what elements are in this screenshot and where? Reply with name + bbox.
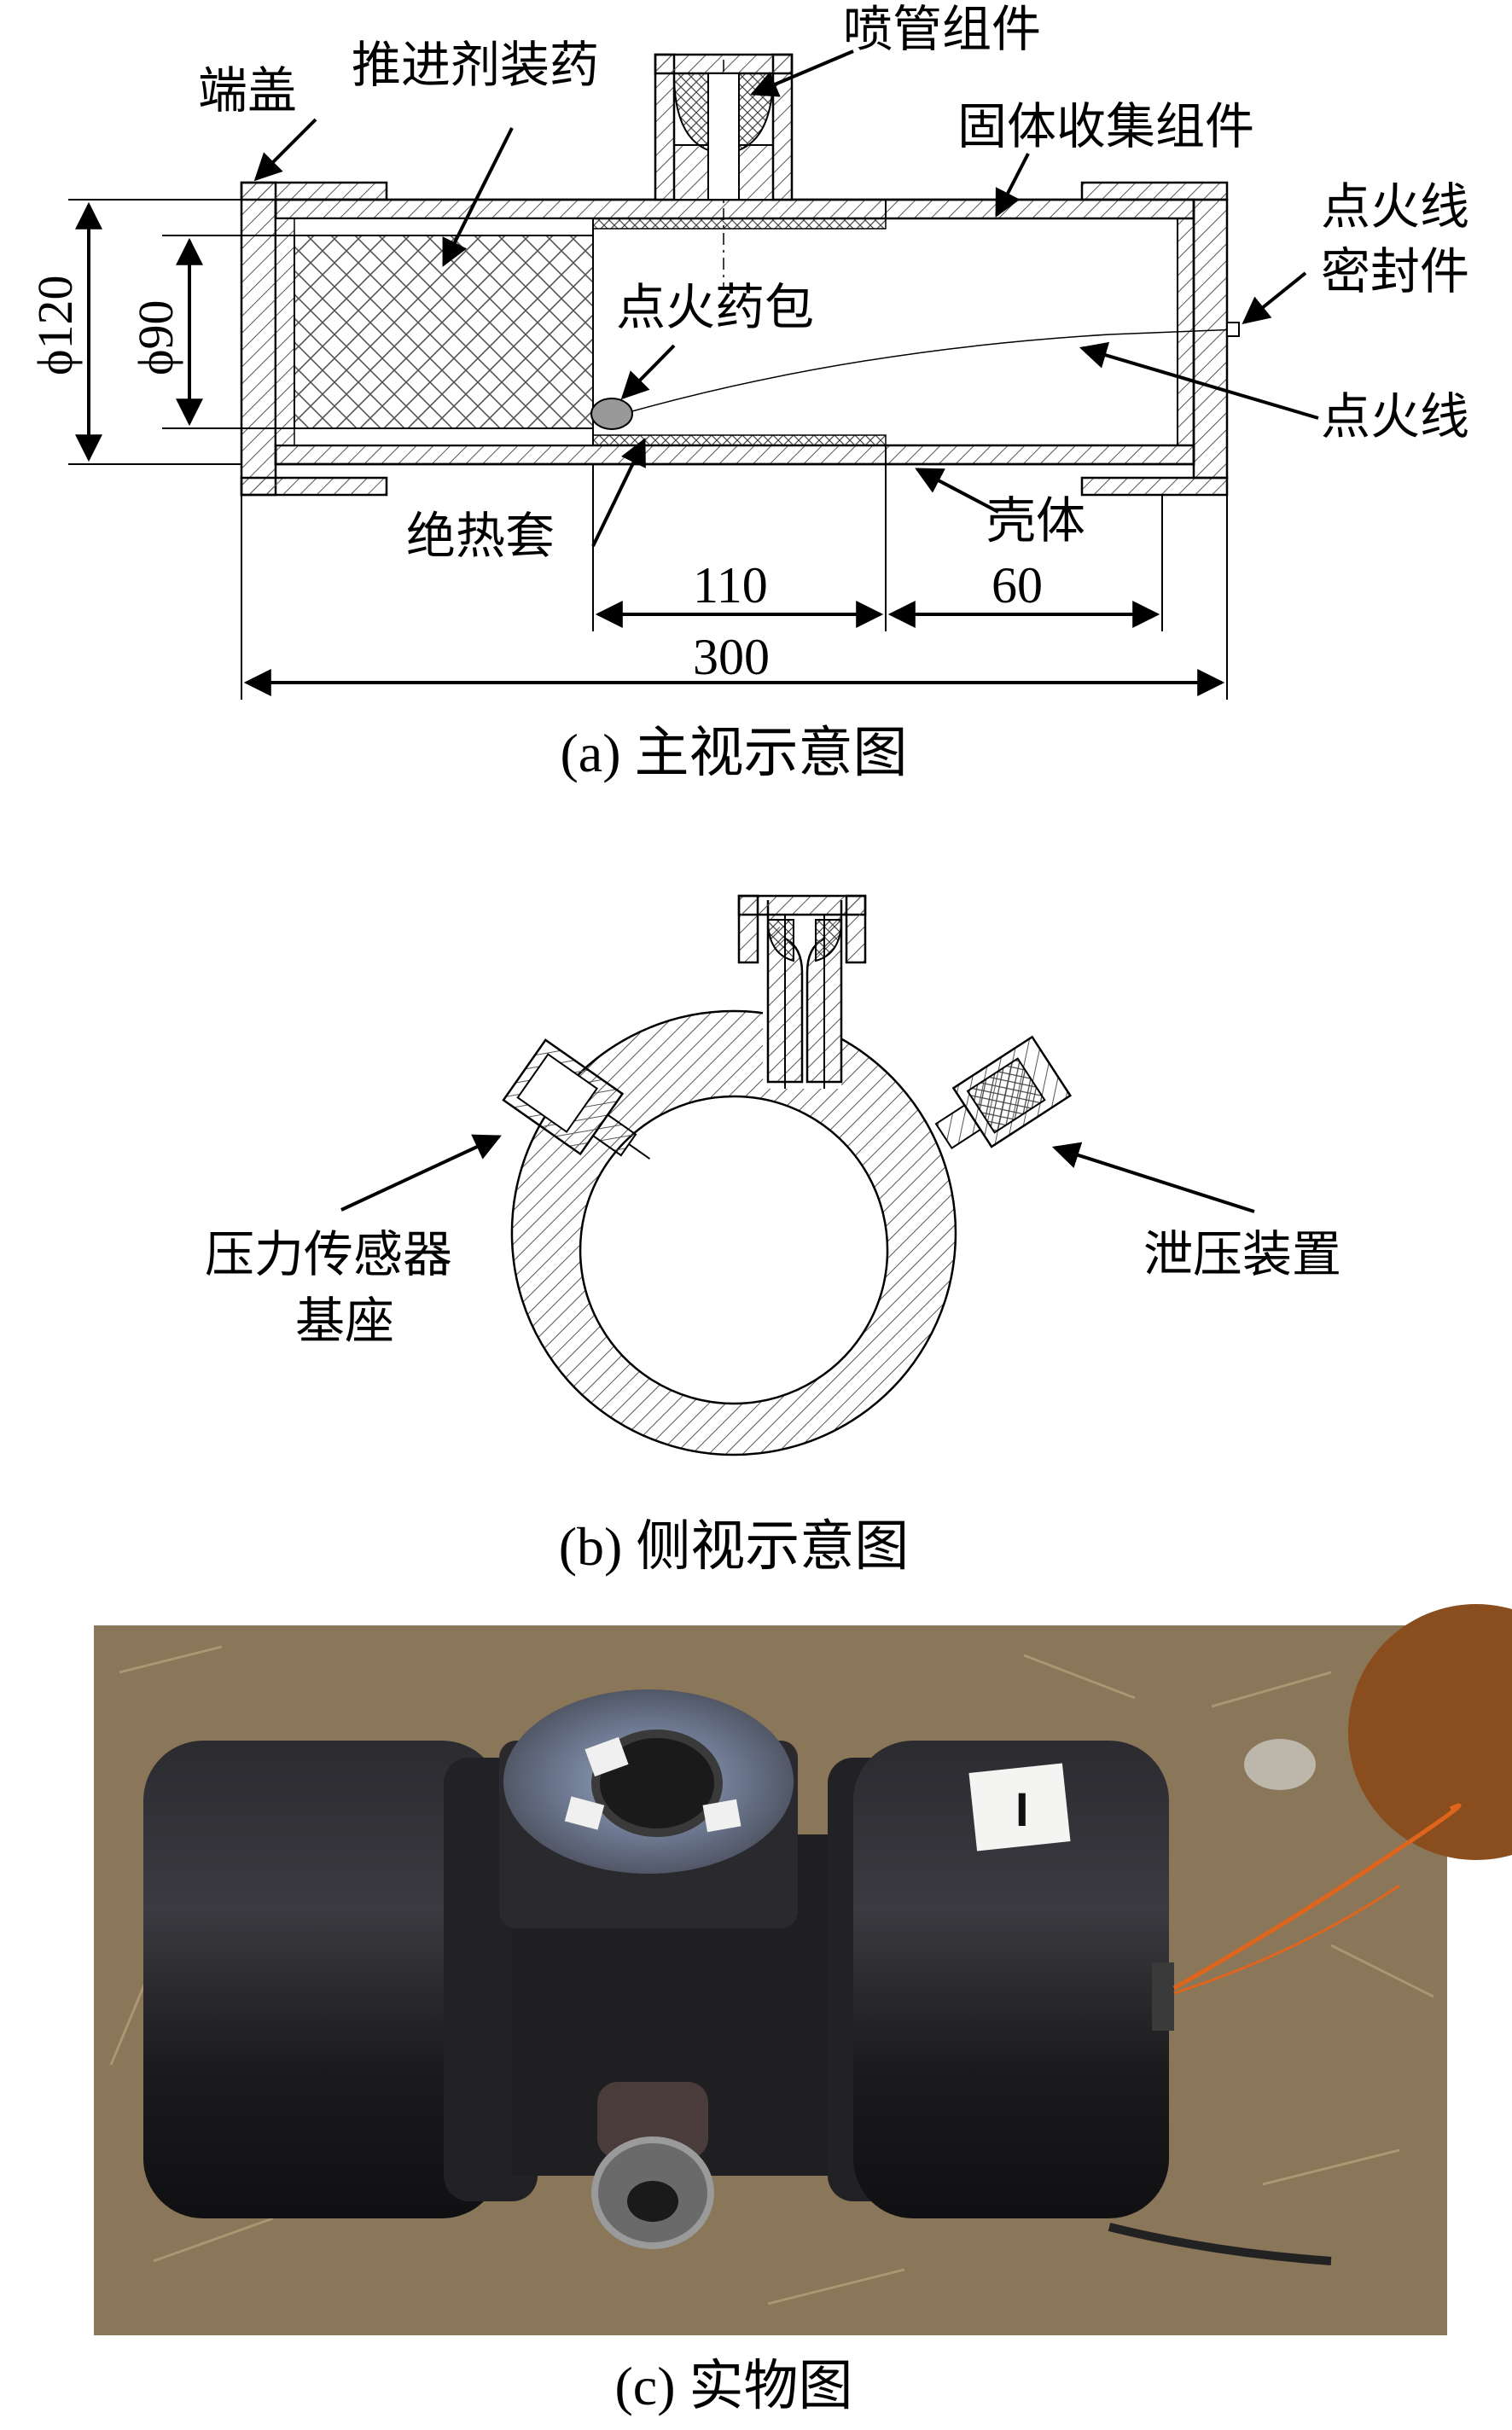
side-nozzle [737,894,867,1089]
label-ignition-wire: 点火线 [1321,387,1469,445]
dim-length-60: 60 [992,557,1043,613]
propellant-grain [275,218,594,446]
marker-text: I [1015,1782,1029,1836]
pressure-sensor-base [502,1038,651,1160]
dim-inner-diameter: ϕ90 [128,299,183,375]
leader-arrows [253,49,1319,547]
label-wire-seal-line2: 密封件 [1321,242,1469,300]
dimension-lines [68,199,1228,700]
device-tape-1 [584,1736,629,1777]
ignition-wire [631,328,1240,412]
figure-b-side-view: 压力传感器 基座 泄压装置 (b) 侧视示意图 [205,894,1341,1577]
device-tape-3 [702,1799,741,1833]
dim-outer-diameter: ϕ120 [27,275,83,375]
label-end-cap: 端盖 [198,61,297,119]
device-tape-2 [564,1796,605,1830]
nozzle-assembly [654,53,794,290]
figure-c-photo: I (c) 实物图 [94,1604,1512,2416]
caption-b: (b) 侧视示意图 [559,1516,910,1577]
dim-length-300: 300 [693,629,770,685]
insulation-sleeve [592,218,887,446]
photo-rock [1244,1739,1316,1790]
dim-length-110: 110 [693,557,768,613]
device-dark-cable [1108,2223,1332,2265]
label-shell: 壳体 [986,491,1085,549]
caption-a: (a) 主视示意图 [560,723,907,783]
photo-rusty-object [1348,1604,1512,1860]
relief-device [934,1035,1073,1150]
wire-seal [1226,322,1240,337]
label-relief: 泄压装置 [1143,1225,1341,1283]
caption-c: (c) 实物图 [614,2356,852,2416]
device-ignition-wire-2 [1173,1884,1400,1995]
side-leader-arrows [340,1134,1255,1213]
label-sensor-line2: 基座 [295,1292,394,1350]
device-paper-marker: I [968,1763,1071,1852]
label-propellant: 推进剂装药 [352,36,599,94]
device-relief-bore [627,2181,678,2222]
figure-a-front-view: 端盖 推进剂装药 喷管组件 固体收集组件 点火线 密封件 点火药包 点火线 绝热… [27,0,1469,783]
device-end-plug [1152,1962,1174,2031]
label-collector: 固体收集组件 [957,97,1254,155]
label-igniter: 点火药包 [616,278,814,336]
device-relief-fitting [597,2082,708,2159]
device-ignition-wire [1172,1803,1462,1991]
label-insulation: 绝热套 [406,507,555,565]
label-sensor-line1: 压力传感器 [205,1225,452,1283]
device-left-cylinder [143,1741,502,2218]
label-nozzle: 喷管组件 [843,0,1041,58]
igniter-pack [590,398,633,430]
label-wire-seal-line1: 点火线 [1321,177,1469,235]
device-right-cylinder [853,1741,1169,2218]
